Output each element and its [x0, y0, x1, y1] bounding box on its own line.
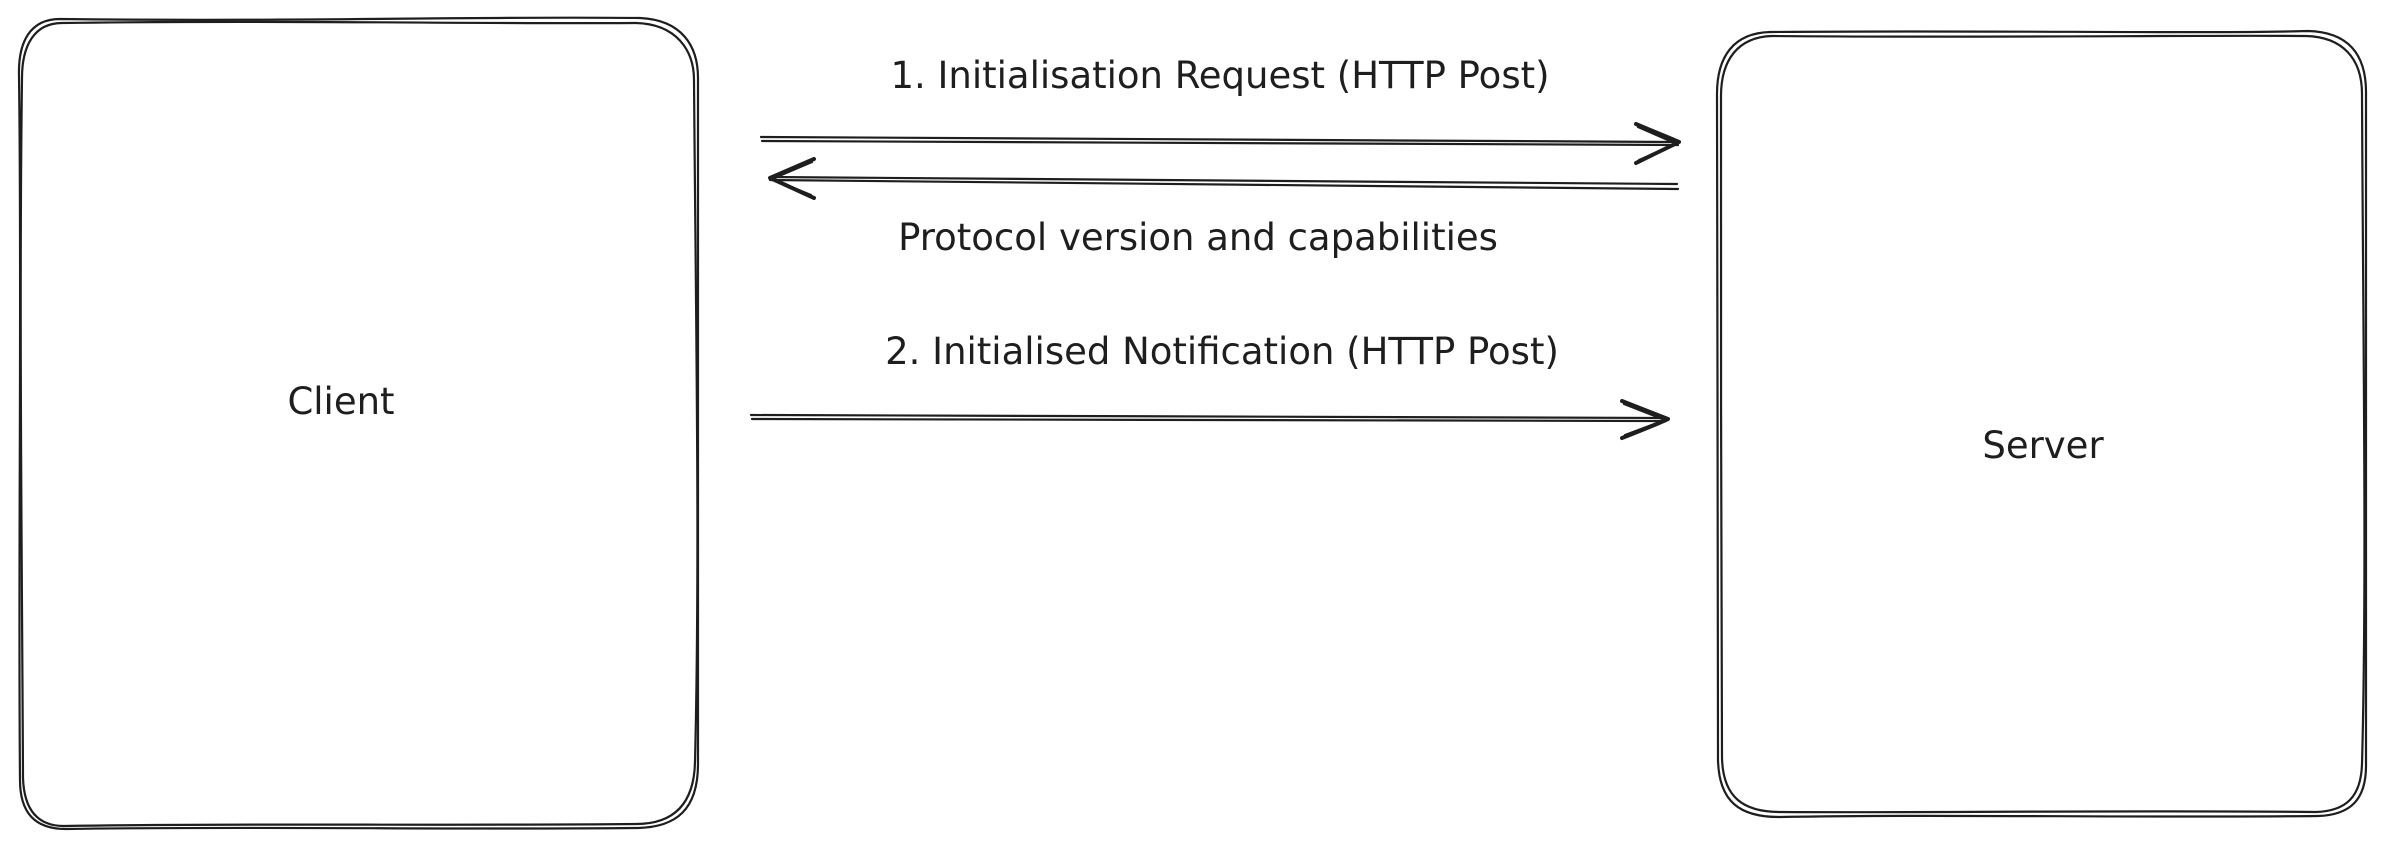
init-notification-label: 2. Initialised Notification (HTTP Post): [885, 330, 1559, 373]
arrow-init-request[interactable]: [759, 122, 1681, 165]
arrow-init-notification[interactable]: [749, 399, 1670, 440]
client-box[interactable]: Client: [17, 16, 700, 831]
init-request-label: 1. Initialisation Request (HTTP Post): [890, 54, 1549, 97]
server-label: Server: [1982, 424, 2104, 467]
client-label: Client: [287, 380, 394, 423]
server-box[interactable]: Server: [1715, 29, 2368, 819]
arrow-head-icon: [1636, 125, 1679, 162]
arrow-init-response[interactable]: [768, 157, 1680, 200]
init-response-label: Protocol version and capabilities: [898, 216, 1498, 259]
arrow-head-icon: [1622, 402, 1667, 437]
arrow-head-icon: [770, 160, 814, 197]
